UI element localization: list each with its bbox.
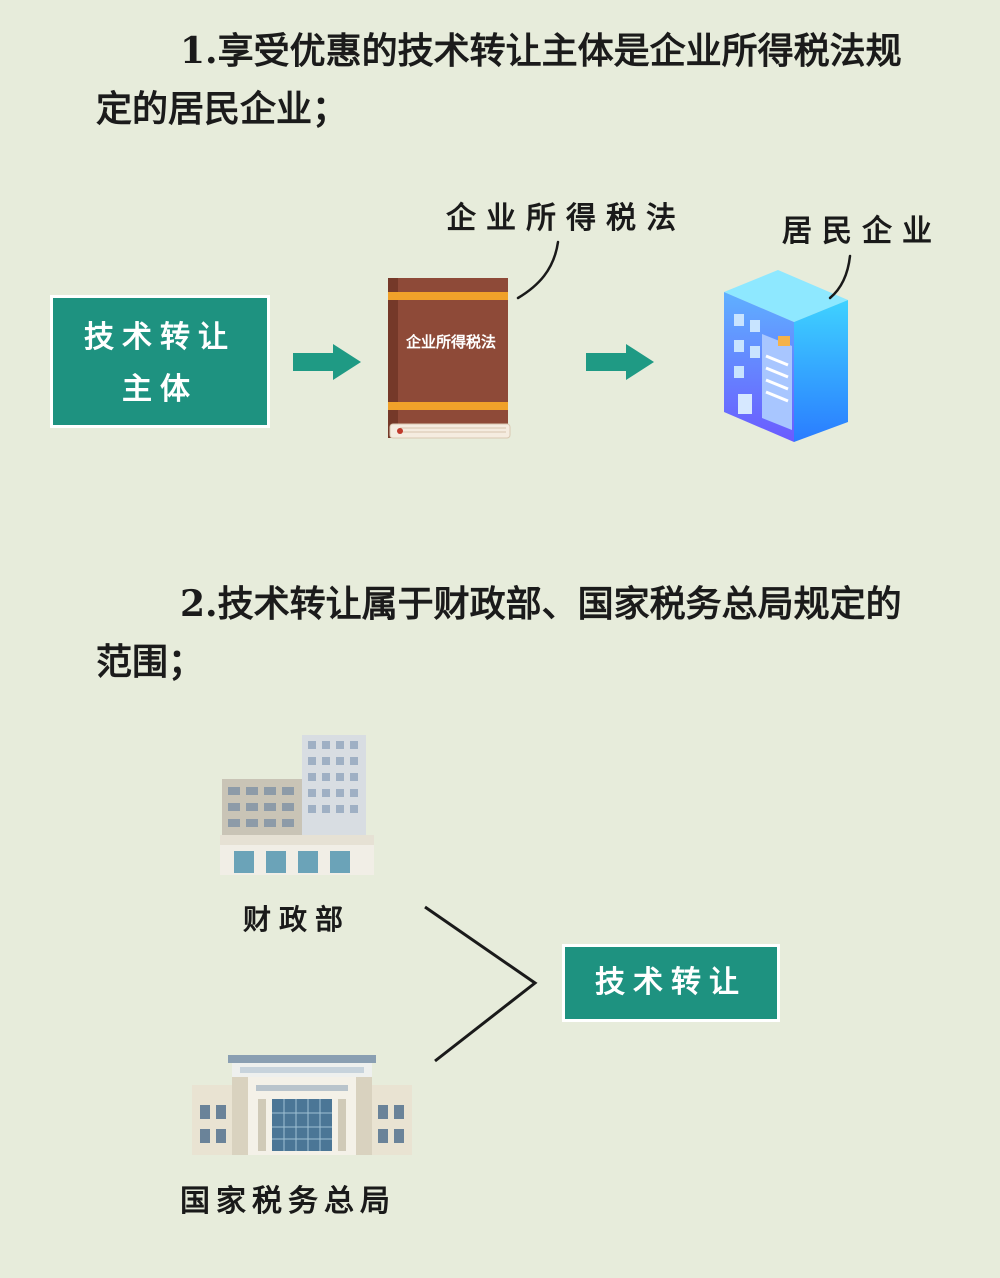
section2-text: 2.技术转让属于财政部、国家税务总局规定的范围； — [96, 583, 902, 683]
box-line-2: 主体 — [122, 372, 198, 407]
tech-transfer-box: 技术转让 — [562, 944, 780, 1022]
ministry-label: 财政部 — [243, 903, 352, 936]
book-callout-line — [516, 240, 560, 300]
book-title: 企业所得税法 — [405, 333, 496, 351]
box-line-1: 技术转让 — [84, 320, 236, 355]
book-callout-label: 企业所得税法 — [446, 201, 686, 236]
company-callout-label: 居民企业 — [782, 214, 942, 249]
tax-bureau-building-icon — [192, 1055, 412, 1155]
ministry-building-icon — [220, 735, 374, 875]
tax-bureau-label: 国家税务总局 — [180, 1184, 396, 1219]
arrow-right-icon — [293, 344, 361, 380]
book-icon — [388, 278, 511, 439]
section1-text: 1.享受优惠的技术转让主体是企业所得税法规定的居民企业； — [96, 30, 902, 130]
arrow-right-icon — [586, 344, 654, 380]
bracket-connector — [424, 905, 538, 1063]
company-callout-line — [828, 254, 852, 300]
office-building-icon — [724, 270, 848, 442]
tech-transfer-subject-box: 技术转让 主体 — [50, 295, 270, 428]
